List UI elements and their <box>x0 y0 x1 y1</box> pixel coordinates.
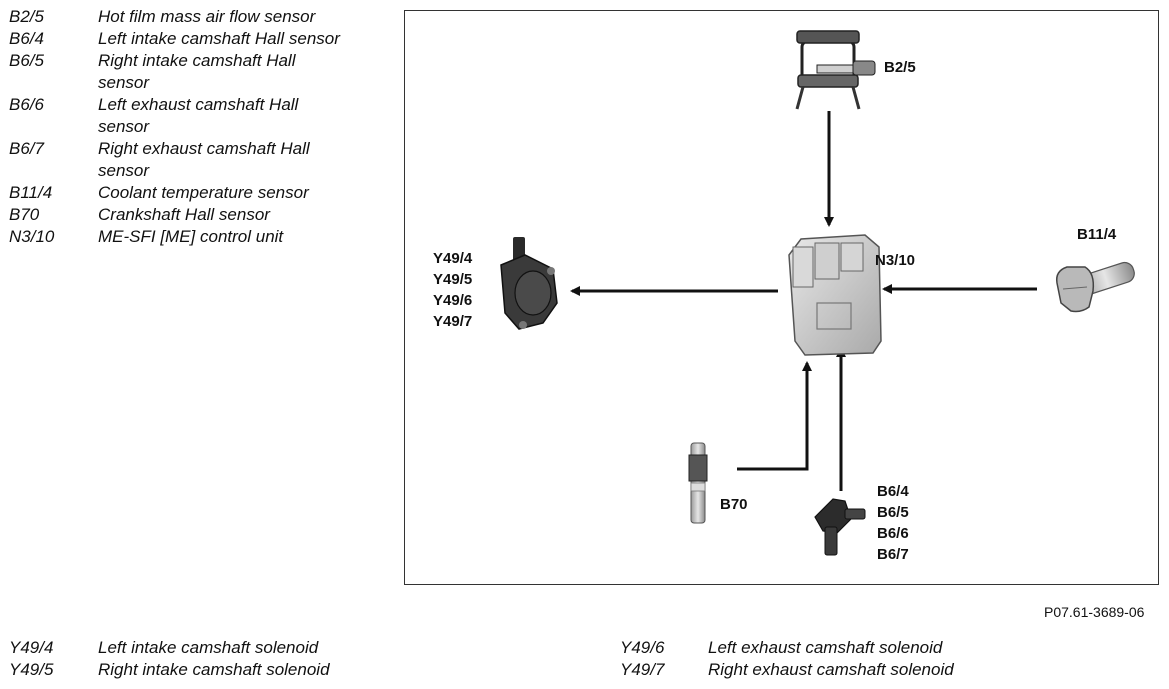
camshaft-sensor-label: B6/5 <box>877 504 909 521</box>
legend-row: B6/5 Right intake camshaft Hall sensor <box>9 50 339 94</box>
legend-code: B2/5 <box>9 7 44 26</box>
legend-row: Y49/4 Left intake camshaft solenoid <box>9 637 569 659</box>
legend-bottom-left: Y49/4 Left intake camshaft solenoid Y49/… <box>9 637 569 681</box>
camshaft-sensor-label: B6/6 <box>877 525 909 542</box>
legend-description: ME-SFI [ME] control unit <box>98 227 284 246</box>
legend-code: Y49/6 <box>620 638 665 657</box>
legend-top: B2/5 Hot film mass air flow sensor B6/4 … <box>9 6 399 248</box>
coolant-temperature-sensor-icon <box>1055 261 1135 313</box>
legend-code: Y49/4 <box>9 638 54 657</box>
camshaft-sensor-label: B6/7 <box>877 546 909 563</box>
mass-air-flow-sensor-icon <box>795 30 876 110</box>
control-unit-icon <box>788 234 882 356</box>
legend-row: Y49/7 Right exhaust camshaft solenoid <box>620 659 1160 681</box>
legend-description: Left exhaust camshaft solenoid <box>708 638 943 657</box>
legend-description: Left intake camshaft solenoid <box>98 638 319 657</box>
legend-description: Hot film mass air flow sensor <box>98 7 316 26</box>
maf-sensor-label: B2/5 <box>884 59 916 76</box>
legend-row: Y49/6 Left exhaust camshaft solenoid <box>620 637 1160 659</box>
control-unit-label: N3/10 <box>875 252 916 269</box>
legend-code: B6/7 <box>9 139 44 158</box>
legend-row: B6/4 Left intake camshaft Hall sensor <box>9 28 399 50</box>
solenoid-label: Y49/5 <box>433 271 473 288</box>
legend-code: Y49/5 <box>9 660 54 679</box>
crankshaft-sensor-icon <box>688 442 708 524</box>
legend-row: N3/10 ME-SFI [ME] control unit <box>9 226 399 248</box>
legend-bottom-right: Y49/6 Left exhaust camshaft solenoid Y49… <box>620 637 1160 681</box>
crankshaft-sensor-label: B70 <box>720 496 748 513</box>
legend-description: Crankshaft Hall sensor <box>98 205 270 224</box>
legend-description: Right intake camshaft Hall sensor <box>98 51 296 92</box>
camshaft-sensor-label: B6/4 <box>877 483 909 500</box>
legend-row: B2/5 Hot film mass air flow sensor <box>9 6 399 28</box>
legend-code: B6/4 <box>9 29 44 48</box>
solenoid-label: Y49/7 <box>433 313 473 330</box>
diagram-frame: B2/5 B11/4 N3/10 B70 Y49/4 Y49/5 Y49/6 Y… <box>404 10 1159 585</box>
camshaft-hall-sensor-icon <box>814 498 866 556</box>
legend-row: B6/7 Right exhaust camshaft Hall sensor <box>9 138 339 182</box>
legend-code: Y49/7 <box>620 660 665 679</box>
solenoid-label: Y49/4 <box>433 250 473 267</box>
signal-flow-diagram <box>500 30 1135 556</box>
legend-row: B11/4 Coolant temperature sensor <box>9 182 399 204</box>
legend-row: B70 Crankshaft Hall sensor <box>9 204 399 226</box>
legend-code: B6/5 <box>9 51 44 70</box>
crankshaft-to-ecu-arrow <box>737 361 812 471</box>
legend-row: B6/6 Left exhaust camshaft Hall sensor <box>9 94 339 138</box>
legend-row: Y49/5 Right intake camshaft solenoid <box>9 659 569 681</box>
legend-code: B70 <box>9 205 40 224</box>
legend-description: Left exhaust camshaft Hall sensor <box>98 95 299 136</box>
camshaft-solenoid-icon <box>500 237 558 330</box>
legend-code: B11/4 <box>9 183 53 202</box>
legend-code: B6/6 <box>9 95 44 114</box>
legend-description: Coolant temperature sensor <box>98 183 309 202</box>
coolant-sensor-label: B11/4 <box>1077 226 1117 243</box>
legend-description: Left intake camshaft Hall sensor <box>98 29 340 48</box>
legend-description: Right exhaust camshaft solenoid <box>708 660 954 679</box>
legend-description: Right exhaust camshaft Hall sensor <box>98 139 310 180</box>
figure-id: P07.61-3689-06 <box>1044 604 1145 620</box>
legend-description: Right intake camshaft solenoid <box>98 660 330 679</box>
solenoid-label: Y49/6 <box>433 292 473 309</box>
legend-code: N3/10 <box>9 227 55 246</box>
